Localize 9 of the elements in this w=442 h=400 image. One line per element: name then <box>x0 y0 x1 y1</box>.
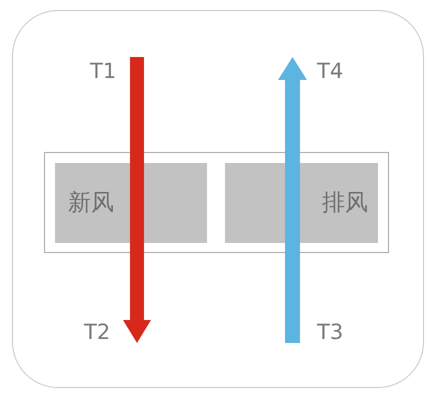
channel-label: 新风 <box>68 192 114 214</box>
air-channel-box <box>55 163 207 243</box>
point-label: T4 <box>317 61 344 82</box>
point-label: T2 <box>84 322 110 343</box>
point-label: T1 <box>90 61 116 82</box>
channel-label: 排风 <box>322 192 368 214</box>
air-channel-box <box>225 163 378 243</box>
point-label: T3 <box>317 322 344 343</box>
exchanger-box <box>44 152 389 253</box>
